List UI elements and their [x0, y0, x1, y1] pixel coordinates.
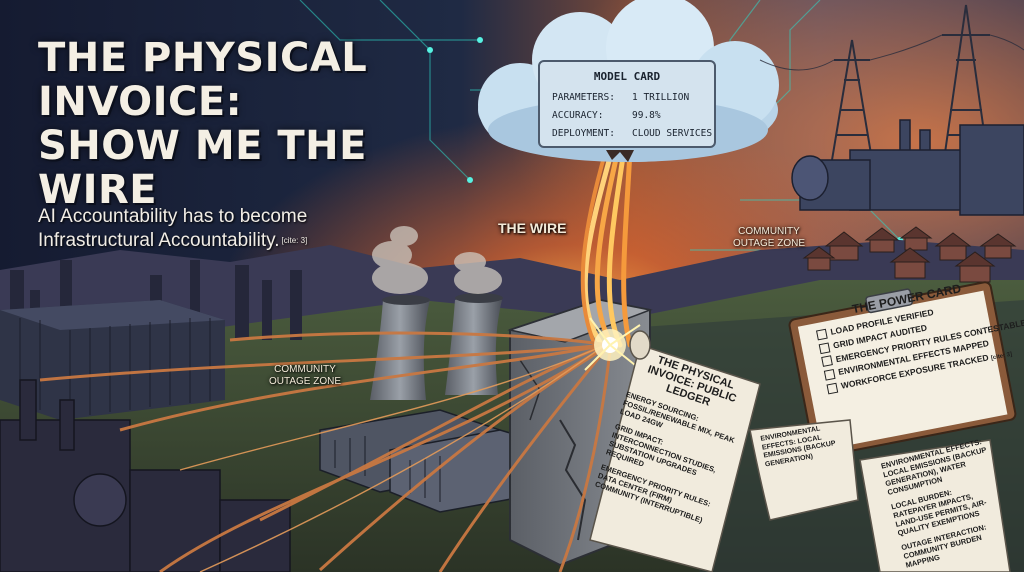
row-key: DEPLOYMENT:	[552, 128, 615, 139]
model-card-row: DEPLOYMENT: CLOUD SERVICES	[552, 128, 712, 139]
row-value: CLOUD SERVICES	[632, 128, 713, 139]
row-value: 99.8%	[632, 110, 661, 121]
outage-zone-label-left: COMMUNITY OUTAGE ZONE	[268, 364, 342, 387]
checkbox-icon	[815, 328, 828, 341]
checkbox-icon	[821, 355, 833, 368]
row-key: ACCURACY:	[552, 110, 604, 121]
row-value: 1 TRILLION	[632, 92, 690, 103]
outage-zone-label-right: COMMUNITY OUTAGE ZONE	[732, 226, 806, 249]
model-card: MODEL CARD PARAMETERS: 1 TRILLION ACCURAC…	[538, 60, 716, 148]
wire-label: THE WIRE	[498, 220, 567, 236]
page-title: THE PHYSICAL INVOICE: SHOW ME THE WIRE	[38, 35, 368, 213]
checkbox-icon	[823, 368, 836, 381]
environment-scroll: ENVIRONMENTAL EFFECTS: LOCAL EMISSIONS (…	[760, 421, 859, 515]
subtitle: AI Accountability has to become Infrastr…	[38, 205, 378, 253]
subtitle-text: AI Accountability has to become Infrastr…	[38, 206, 308, 251]
power-card-cite: [cite: 3]	[990, 351, 1013, 362]
checkbox-icon	[818, 341, 831, 354]
checkbox-icon	[826, 382, 839, 395]
row-key: PARAMETERS:	[552, 92, 615, 103]
model-card-title: MODEL CARD	[593, 70, 661, 83]
model-card-row: ACCURACY: 99.8%	[552, 110, 661, 121]
model-card-row: PARAMETERS: 1 TRILLION	[552, 92, 689, 103]
subtitle-cite: [cite: 3]	[281, 236, 308, 245]
